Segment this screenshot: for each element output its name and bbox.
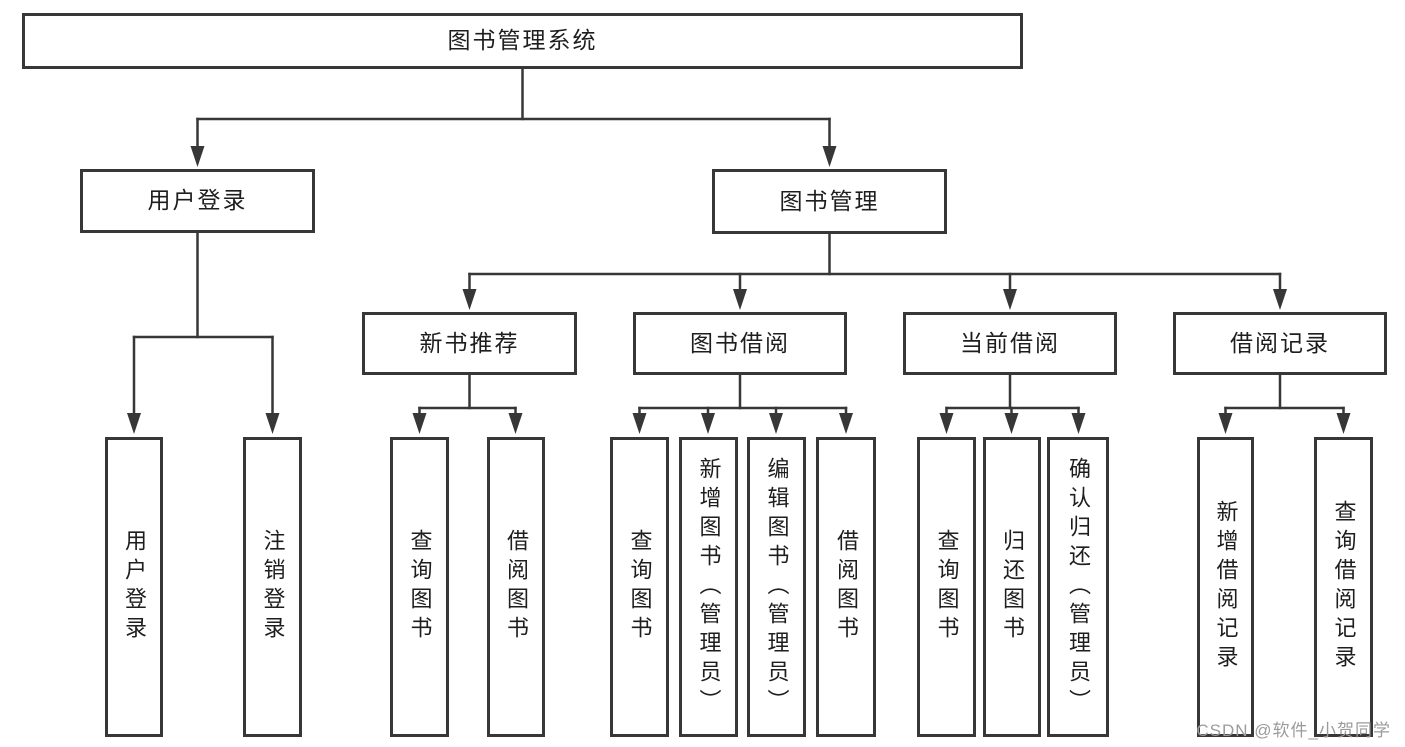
csdn-watermark: CSDN @软件_小贺同学 — [1196, 721, 1391, 740]
node-new-book-recommendation-label: 新书推荐 — [419, 329, 520, 356]
node-bb-borrow-books-label: 借阅图书 — [834, 529, 859, 645]
arrowhead — [412, 413, 427, 434]
node-br-add-record-label: 新增借阅记录 — [1213, 500, 1239, 674]
node-logout: 注销登录 — [243, 437, 302, 737]
node-borrowing-records: 借阅记录 — [1173, 312, 1387, 375]
node-bb-edit-book-admin: 编辑图书（管理员） — [747, 437, 806, 737]
arrowhead — [462, 289, 477, 310]
arrowhead — [508, 413, 523, 434]
arrowhead — [265, 413, 280, 434]
arrowhead — [1004, 413, 1019, 434]
node-cb-query-books-label: 查询图书 — [934, 529, 960, 645]
node-library-system: 图书管理系统 — [22, 13, 1023, 69]
node-user-login-leaf-label: 用户登录 — [122, 529, 147, 645]
node-book-management-label: 图书管理 — [779, 187, 880, 214]
arrowhead — [632, 413, 647, 434]
arrowhead — [1071, 413, 1086, 434]
node-cb-return-books: 归还图书 — [983, 437, 1041, 737]
arrowhead — [127, 413, 141, 434]
node-new-book-recommendation: 新书推荐 — [362, 312, 577, 375]
node-book-borrowing: 图书借阅 — [633, 312, 847, 375]
node-rec-query-books-label: 查询图书 — [407, 529, 433, 645]
node-user-login: 用户登录 — [80, 169, 315, 233]
node-current-borrowing-label: 当前借阅 — [960, 329, 1060, 356]
arrowhead — [822, 146, 837, 167]
node-borrowing-records-label: 借阅记录 — [1230, 329, 1330, 356]
arrowhead — [1273, 289, 1287, 310]
node-cb-query-books: 查询图书 — [917, 437, 976, 737]
node-bb-query-books: 查询图书 — [610, 437, 669, 737]
node-current-borrowing: 当前借阅 — [903, 312, 1117, 375]
arrowhead — [839, 413, 853, 434]
node-cb-confirm-return-admin-label: 确认归还（管理员） — [1066, 456, 1091, 718]
node-logout-label: 注销登录 — [260, 529, 286, 645]
node-bb-add-book-admin: 新增图书（管理员） — [679, 437, 738, 737]
node-bb-query-books-label: 查询图书 — [627, 529, 653, 645]
node-bb-borrow-books: 借阅图书 — [816, 437, 876, 737]
arrowhead — [769, 413, 783, 434]
node-rec-query-books: 查询图书 — [390, 437, 449, 737]
arrowhead — [701, 413, 715, 434]
node-br-query-record-label: 查询借阅记录 — [1331, 500, 1357, 674]
node-bb-add-book-admin-label: 新增图书（管理员） — [696, 456, 722, 718]
arrowhead — [733, 289, 747, 310]
node-library-system-label: 图书管理系统 — [447, 27, 598, 54]
node-rec-borrow-books: 借阅图书 — [487, 437, 545, 737]
arrowhead — [190, 146, 205, 167]
node-book-management: 图书管理 — [712, 169, 947, 234]
node-user-login-label: 用户登录 — [147, 187, 248, 214]
arrowhead — [939, 413, 954, 434]
node-bb-edit-book-admin-label: 编辑图书（管理员） — [764, 456, 790, 718]
node-user-login-leaf: 用户登录 — [105, 437, 163, 737]
node-br-query-record: 查询借阅记录 — [1314, 437, 1373, 737]
arrowhead — [1003, 289, 1017, 310]
node-book-borrowing-label: 图书借阅 — [690, 329, 790, 356]
node-cb-return-books-label: 归还图书 — [1000, 529, 1025, 645]
arrowheads — [127, 146, 1351, 434]
arrowhead — [1218, 413, 1233, 434]
node-rec-borrow-books-label: 借阅图书 — [504, 529, 529, 645]
node-cb-confirm-return-admin: 确认归还（管理员） — [1047, 437, 1109, 737]
arrowhead — [1336, 413, 1351, 434]
node-br-add-record: 新增借阅记录 — [1197, 437, 1254, 737]
